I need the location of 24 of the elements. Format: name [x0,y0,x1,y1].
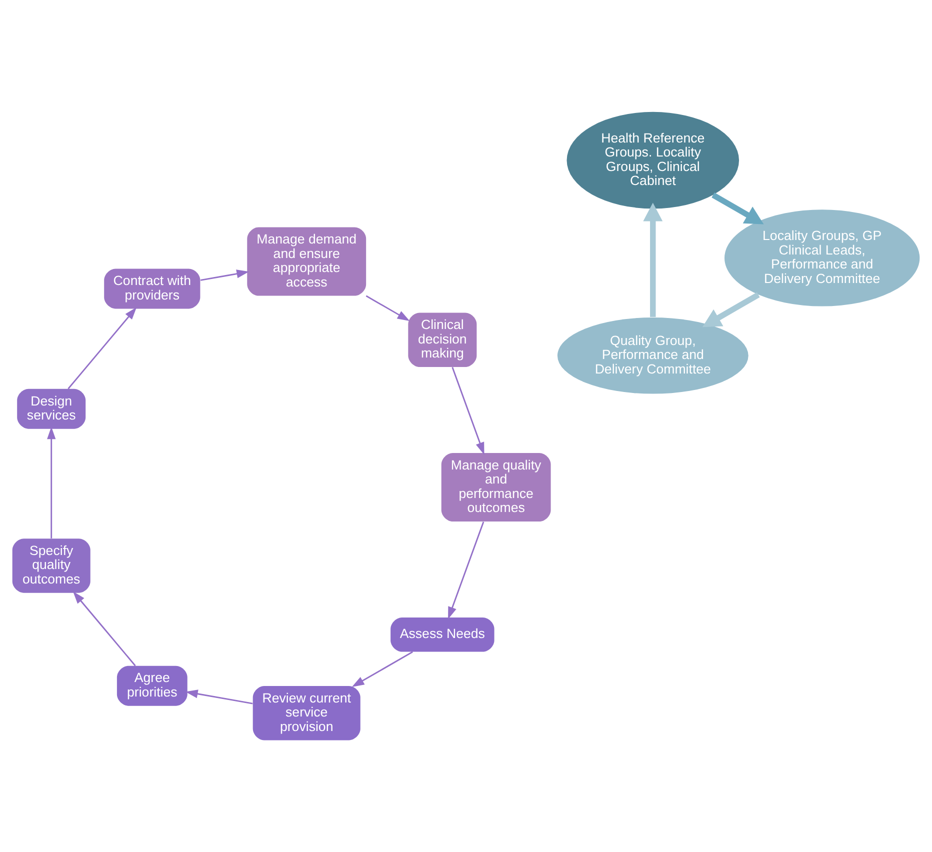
arrow [68,307,137,390]
arrow [452,367,484,455]
node-box: Clinical decision making [408,312,477,368]
arrow [702,292,760,328]
node-box: Specify quality outcomes [12,538,90,593]
node-ellipse: Quality Group, Performance and Delivery Committee [557,317,748,394]
arrow [643,202,663,318]
node-box: Agree priorities [116,666,188,706]
node-ellipse: Health Reference Groups. Locality Groups, Clinical Cabinet [566,112,740,209]
node-box: Manage quality and performance outcomes [441,453,551,522]
arrow [352,651,413,687]
arrow [448,522,484,620]
node-box: Manage demand and ensure appropriate access [247,227,366,296]
arrow [200,270,250,281]
node-box: Assess Needs [390,618,494,652]
arrow [366,295,410,322]
node-box: Review current service provision [252,686,360,740]
node-box: Contract with providers [104,268,200,309]
arrow [185,690,253,704]
node-ellipse: Locality Groups, GP Clinical Leads, Performance and Delivery Committee [724,210,920,306]
arrow [72,591,136,666]
arrow [47,426,56,538]
arrow [712,192,764,224]
node-box: Design services [17,388,86,429]
